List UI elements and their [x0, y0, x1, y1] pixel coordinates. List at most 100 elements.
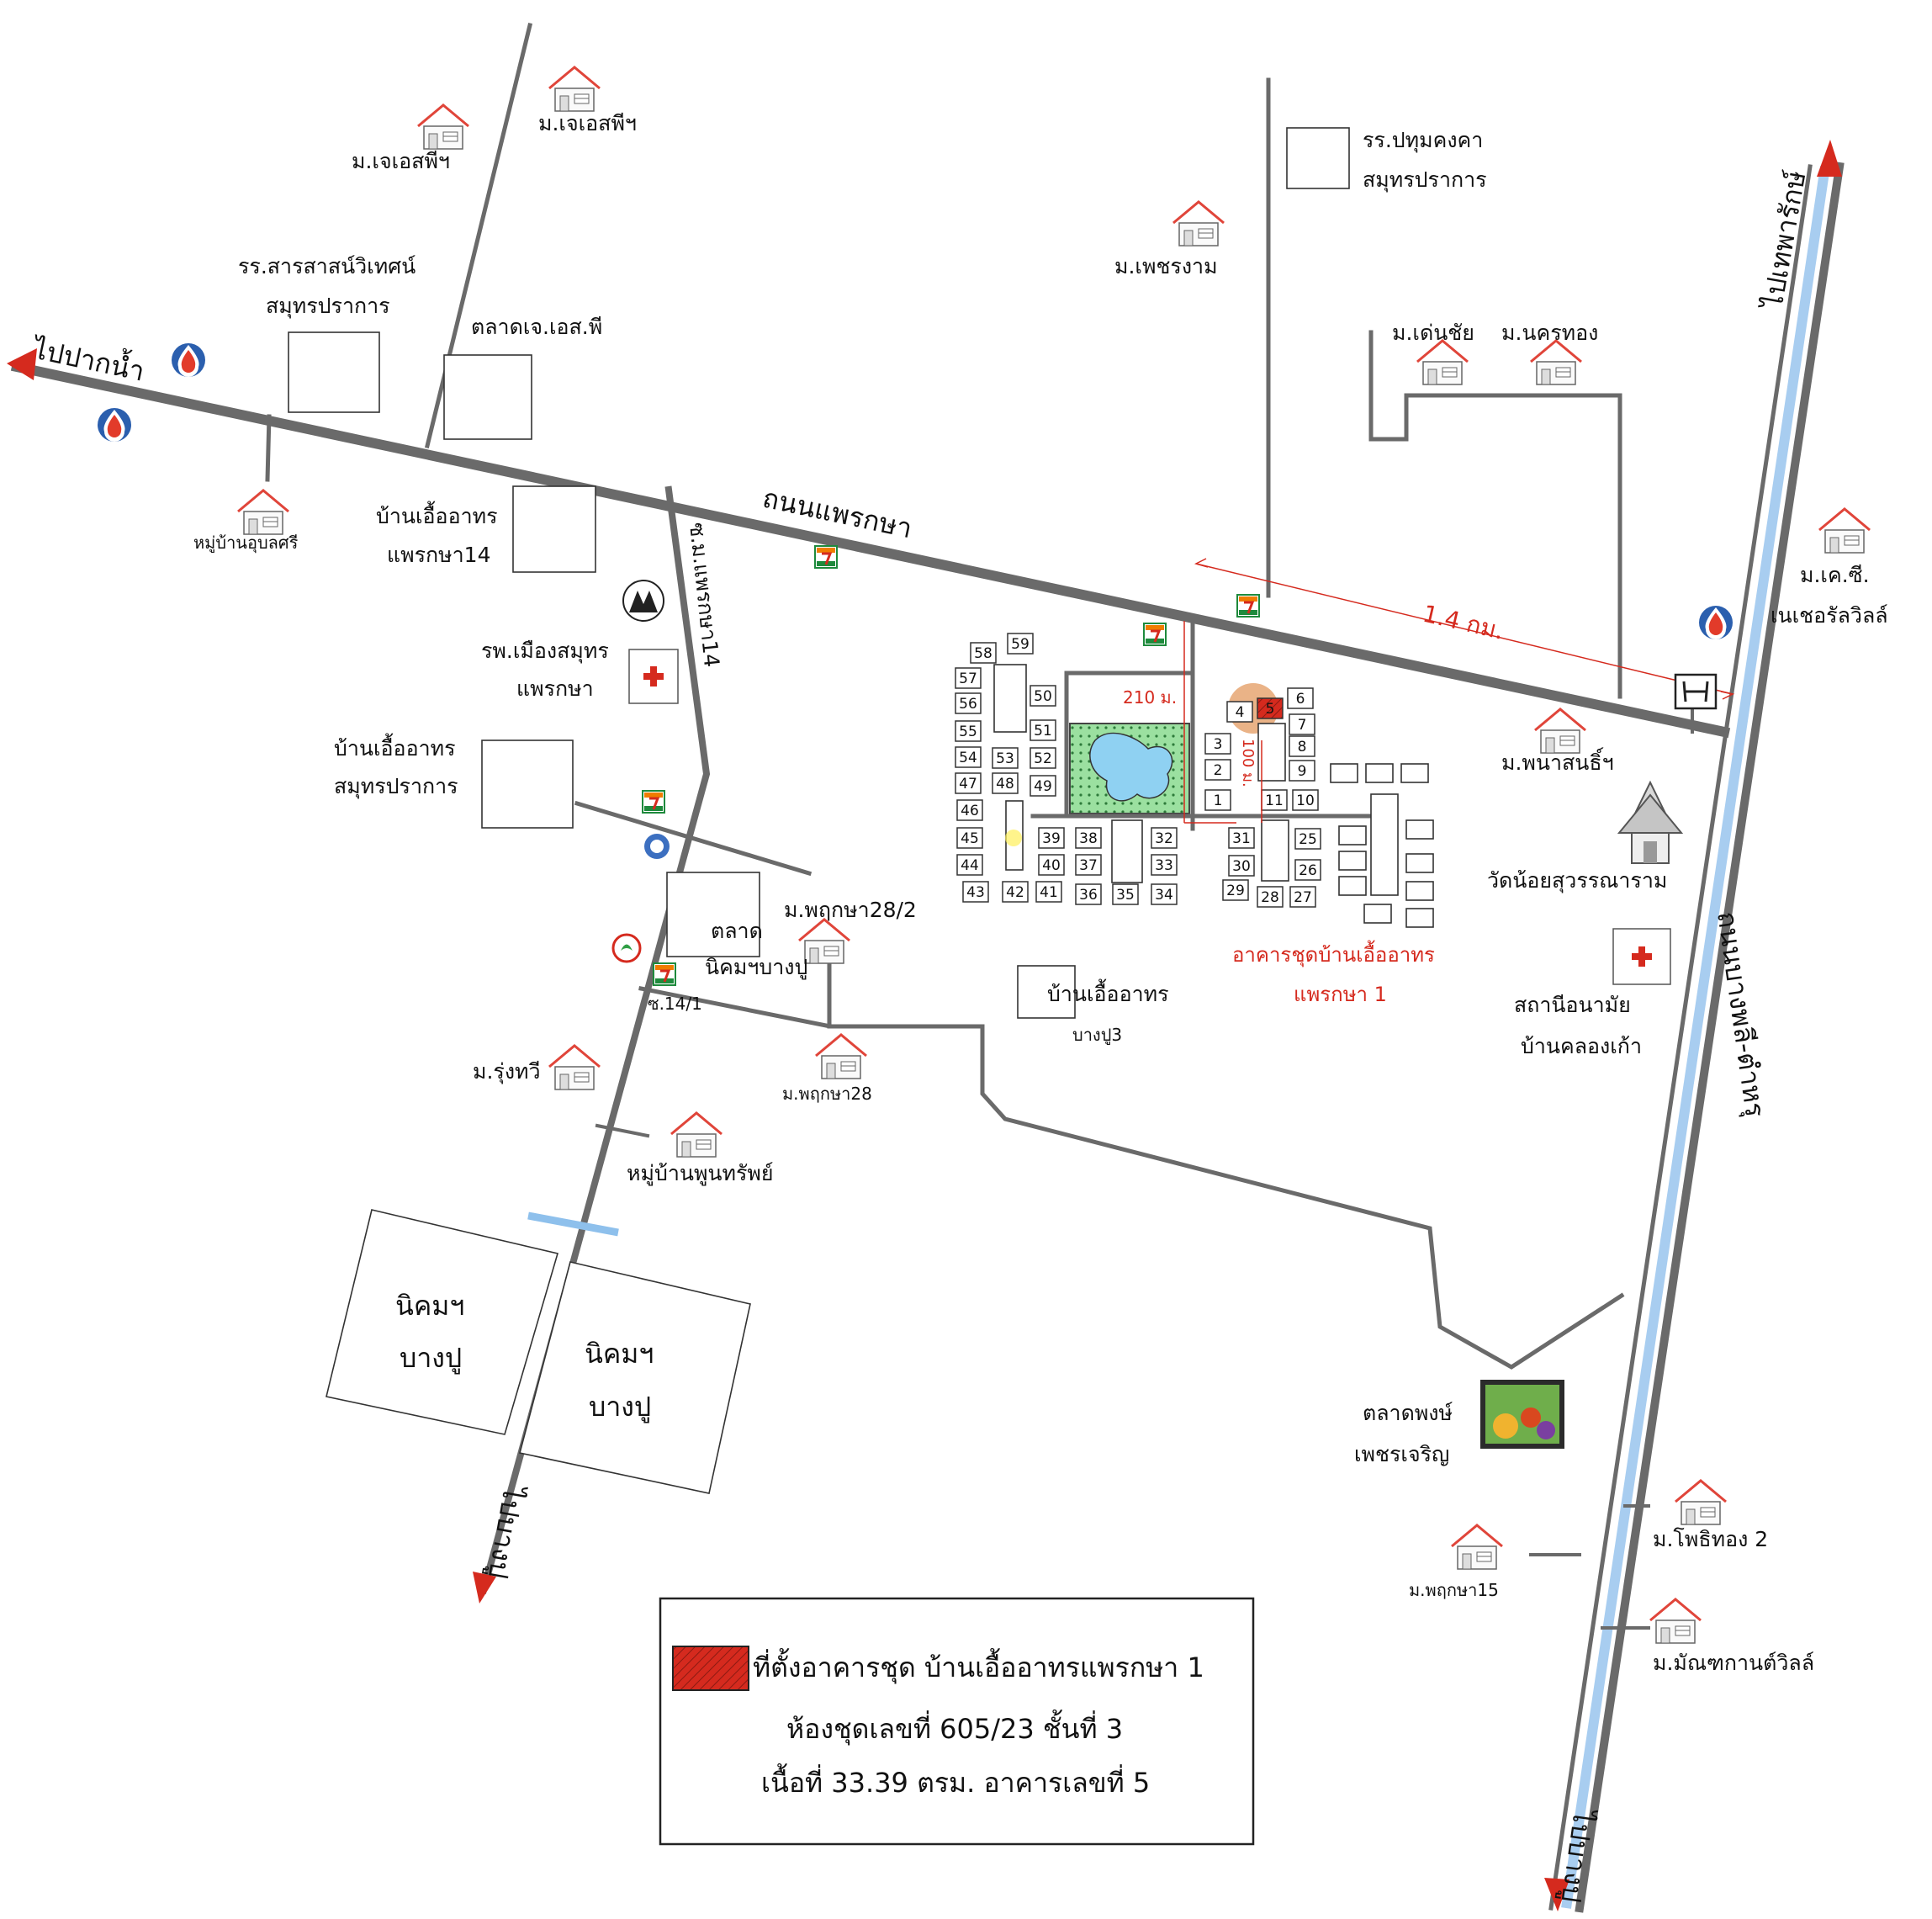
label-school1: รร.สารสาสน์วิเทศน์: [238, 254, 416, 278]
building-56: 56: [955, 692, 982, 714]
label-kcb: เนเชอรัลวิลล์: [1771, 603, 1888, 628]
road-poonsub: [595, 1123, 650, 1138]
block-extra: [1338, 851, 1367, 871]
building-number: 53: [996, 750, 1014, 767]
building-33: 33: [1151, 854, 1178, 876]
building-52: 52: [1030, 747, 1056, 769]
gas-station-icon: [98, 408, 131, 442]
building-41: 41: [1035, 881, 1062, 903]
eua14-box: [512, 485, 596, 573]
arrow-bangpu-east: [1544, 1878, 1569, 1911]
label-nikhom2b: บางปู: [589, 1391, 651, 1423]
building-44: 44: [956, 854, 983, 876]
building-number: 35: [1116, 887, 1135, 904]
label-denchai: ม.เด่นชัย: [1392, 321, 1474, 345]
label-nikhom1: นิคมฯ: [395, 1290, 464, 1322]
building-54: 54: [955, 746, 982, 768]
building-number: 37: [1079, 857, 1098, 874]
building-number: 3: [1214, 736, 1223, 753]
building-number: 46: [961, 803, 979, 819]
label-pruksa15: ม.พฤกษา15: [1409, 1580, 1499, 1600]
block-extra: [1338, 876, 1367, 896]
euasp-box: [481, 740, 574, 829]
label-market-nikhom: ตลาด: [711, 919, 763, 943]
temple-icon: [1617, 780, 1684, 864]
seven-eleven-icon: [813, 544, 839, 570]
label-manee: ม.มัณฑกานต์วิลล์: [1653, 1651, 1814, 1675]
house-icon: [236, 489, 290, 536]
building-number: 44: [961, 857, 979, 874]
label-hospb: แพรกษา: [516, 676, 594, 701]
road-side-soi: [574, 800, 812, 877]
building-49: 49: [1030, 775, 1056, 797]
building-58: 58: [970, 642, 997, 664]
building-number: 55: [959, 724, 977, 740]
label-eua14: บ้านเอื้ออาทร: [376, 501, 498, 528]
label-jsp1: ม.เจเอสพีฯ: [538, 111, 637, 135]
building-number: 43: [966, 884, 985, 901]
legend-line3: เนื้อที่ 33.39 ตรม. อาคารเลขที่ 5: [761, 1763, 1150, 1799]
building-number: 9: [1298, 763, 1307, 780]
bank-icon: [644, 834, 670, 859]
label-poonsub: หมู่บ้านพูนทรัพย์: [627, 1161, 774, 1186]
block-long-6: [1370, 793, 1399, 896]
road-bangplee-edge: [1548, 164, 1813, 1911]
hospital-logo-icon: [622, 580, 664, 622]
building-48: 48: [992, 772, 1019, 794]
building-3: 3: [1204, 733, 1231, 755]
gas-station-icon: [172, 343, 205, 377]
building-31: 31: [1228, 827, 1255, 849]
building-27: 27: [1289, 886, 1316, 908]
building-42: 42: [1002, 881, 1029, 903]
block-extra: [1400, 763, 1429, 783]
building-number: 50: [1034, 688, 1052, 705]
pond: [1089, 732, 1173, 802]
block-long-4: [1257, 723, 1286, 782]
block-extra: [1405, 819, 1434, 840]
house-icon: [814, 1033, 868, 1080]
label-projectb: แพรกษา 1: [1294, 983, 1387, 1006]
building-6: 6: [1287, 687, 1314, 709]
market-jsp-box: [443, 354, 532, 440]
distance-width: 210 ม.: [1123, 687, 1177, 708]
tree-logo-icon: [611, 933, 642, 963]
label-pruksa28: ม.พฤกษา28: [782, 1084, 872, 1104]
arrow-pak-nam: [7, 348, 37, 380]
gas-station-icon: [1699, 606, 1733, 639]
house-icon: [1818, 507, 1871, 554]
building-number: 54: [959, 750, 977, 766]
eua-bangpu-box: [1017, 965, 1076, 1019]
label-school2b: สมุทรปราการ: [1363, 167, 1487, 193]
label-rungthawee: ม.รุ่งทวี: [473, 1059, 541, 1084]
block-extra: [1363, 904, 1392, 924]
building-number: 38: [1079, 830, 1098, 847]
red-cross-icon: [628, 649, 679, 704]
house-icon: [1529, 339, 1583, 386]
label-petchngam: ม.เพชรงาม: [1114, 254, 1218, 278]
project-compound: [993, 664, 1434, 928]
label-hosp: รพ.เมืองสมุทร: [481, 639, 609, 664]
road-praeksa: [10, 360, 1731, 739]
seven-eleven-icon: [641, 789, 666, 814]
building-number: 32: [1155, 830, 1173, 847]
red-cross-icon: [1612, 928, 1671, 985]
label-eua14b: แพรกษา14: [387, 543, 491, 567]
legend-swatch: [672, 1646, 749, 1691]
label-nikhom1b: บางปู: [400, 1342, 462, 1375]
building-number: 25: [1299, 831, 1317, 848]
building-30: 30: [1228, 855, 1255, 877]
building-32: 32: [1151, 827, 1178, 849]
label-market-pongb: เพชรเจริญ: [1354, 1442, 1449, 1466]
arrow-thepharak: [1817, 140, 1842, 177]
building-number: 10: [1296, 793, 1315, 809]
house-icon: [548, 66, 601, 113]
building-number: 29: [1226, 883, 1245, 899]
house-icon: [1172, 200, 1225, 247]
house-icon: [670, 1111, 723, 1158]
road-soi14-1-label: ซ.14/1: [648, 994, 702, 1014]
building-number: 5: [1266, 701, 1275, 718]
building-number: 27: [1294, 889, 1312, 906]
building-number: 33: [1155, 857, 1173, 874]
